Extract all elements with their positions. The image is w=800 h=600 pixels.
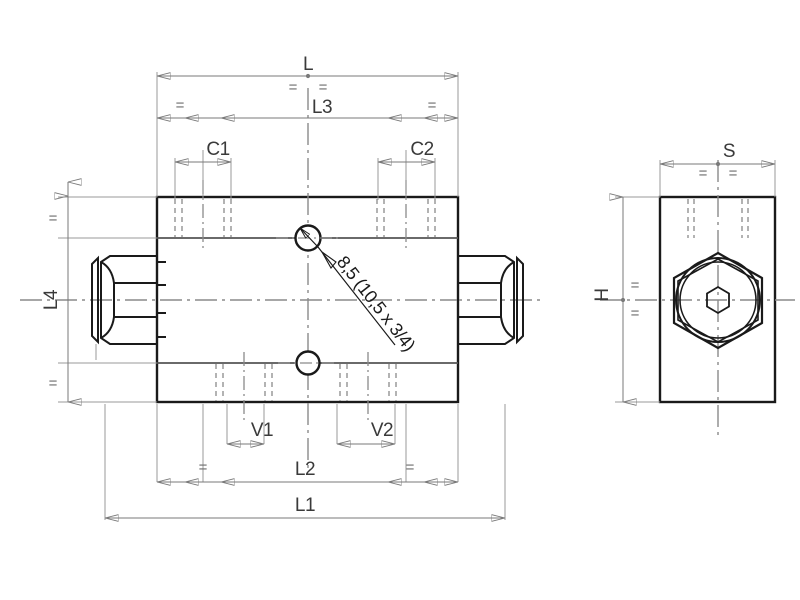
- side-view-inner-circle: [679, 261, 757, 339]
- eq-mark-L2-left: =: [199, 459, 208, 476]
- thread-callout-leader: [299, 228, 396, 346]
- dim-label-L4: L4: [41, 289, 62, 310]
- eq-mark-L3-right: =: [428, 97, 437, 114]
- eq-mark-H-upper: =: [631, 277, 640, 294]
- eq-mark-S-left: =: [699, 165, 708, 182]
- eq-mark-L4-upper: =: [49, 210, 58, 227]
- dim-extension-lines-bottom: [104, 404, 506, 520]
- eq-mark-L-right: =: [319, 79, 328, 96]
- dim-label-V1: V1: [251, 420, 273, 441]
- dim-S-center-dot: [715, 161, 721, 167]
- dim-label-S: S: [723, 141, 735, 162]
- eq-mark-H-lower: =: [631, 305, 640, 322]
- eq-mark-L-left: =: [289, 79, 298, 96]
- dim-label-C1: C1: [206, 139, 229, 160]
- left-hex-fitting: [91, 255, 158, 345]
- dim-L-center-dot: [305, 73, 311, 79]
- dim-label-H: H: [592, 288, 613, 301]
- thread-size-callout: 8,5 (10,5 x 3/4): [333, 252, 419, 355]
- side-view-outer-hexagon: [672, 251, 764, 350]
- right-hex-fitting: [457, 255, 524, 345]
- side-view-hidden-thread-lines: [687, 199, 749, 238]
- side-view: S = = H = =: [592, 141, 795, 440]
- front-view: L = = L3 = = C1 C2 L4 = =: [20, 54, 540, 520]
- dim-label-V2: V2: [371, 420, 393, 441]
- hidden-thread-lines-bottom: [215, 364, 397, 401]
- hidden-thread-lines-top: [174, 199, 436, 237]
- eq-mark-L2-right: =: [406, 459, 415, 476]
- dim-label-L: L: [303, 54, 313, 75]
- body-left-step-notches: [157, 261, 166, 338]
- eq-mark-L3-left: =: [176, 97, 185, 114]
- dim-label-L1: L1: [295, 495, 315, 516]
- eq-mark-L4-lower: =: [49, 375, 58, 392]
- side-view-socket-hexagon: [706, 285, 730, 315]
- eq-mark-S-right: =: [729, 165, 738, 182]
- dim-label-L2: L2: [295, 459, 315, 480]
- side-view-outer-circle: [675, 257, 761, 343]
- dim-label-L3: L3: [312, 97, 332, 118]
- dim-label-C2: C2: [410, 139, 433, 160]
